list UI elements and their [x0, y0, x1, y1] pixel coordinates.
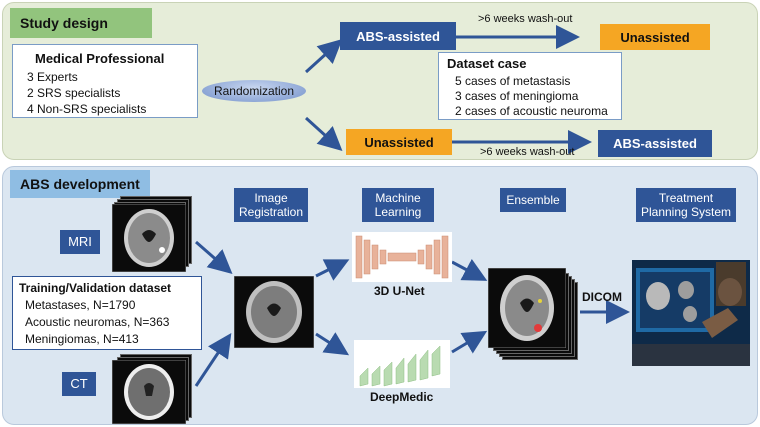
- deepmedic-diagram: [354, 340, 450, 388]
- registration-image: [233, 275, 315, 349]
- professional-item: 3 Experts: [27, 70, 78, 84]
- randomization-ellipse: Randomization: [202, 80, 306, 102]
- training-dataset-title: Training/Validation dataset: [19, 281, 172, 295]
- arrow-mri-to-registration: [195, 240, 233, 274]
- dataset-case-item: 2 cases of acoustic neuroma: [455, 104, 608, 118]
- unet-diagram: [352, 232, 452, 282]
- washout-bottom-label: >6 weeks wash-out: [480, 146, 575, 158]
- mri-image-stack: [112, 196, 192, 272]
- unet-label: 3D U-Net: [374, 284, 425, 298]
- mri-label: MRI: [60, 230, 100, 254]
- dataset-case-box: Dataset case 5 cases of metastasis 3 cas…: [438, 52, 622, 120]
- medical-professional-box: Medical Professional 3 Experts 2 SRS spe…: [12, 44, 198, 118]
- professional-item: 2 SRS specialists: [27, 86, 121, 100]
- arrow-registration-to-unet: [315, 259, 350, 281]
- ct-label: CT: [62, 372, 96, 396]
- training-dataset-box: Training/Validation dataset Metastases, …: [12, 276, 202, 350]
- dataset-case-item: 3 cases of meningioma: [455, 89, 579, 103]
- arrow-deepmedic-to-ensemble: [451, 330, 488, 354]
- arrow-registration-to-deepmedic: [315, 332, 350, 356]
- abs-assisted-top-box: ABS-assisted: [340, 22, 456, 50]
- arrow-to-abs-assisted: [304, 38, 343, 74]
- training-dataset-item: Metastases, N=1790: [25, 298, 136, 312]
- professional-item: 4 Non-SRS specialists: [27, 102, 147, 116]
- arrow-ct-to-registration: [194, 333, 232, 387]
- unassisted-bottom-box: Unassisted: [346, 129, 452, 155]
- ensemble-label: Ensemble: [500, 188, 566, 212]
- unassisted-top-box: Unassisted: [600, 24, 710, 50]
- dicom-label: DICOM: [582, 290, 622, 304]
- study-design-title: Study design: [10, 8, 152, 38]
- training-dataset-item: Meningiomas, N=413: [25, 332, 139, 346]
- dataset-case-item: 5 cases of metastasis: [455, 74, 571, 88]
- arrow-unet-to-ensemble: [451, 258, 488, 281]
- ct-image-stack: [112, 354, 192, 424]
- image-registration-label: Image Registration: [234, 188, 308, 222]
- abs-development-title: ABS development: [10, 170, 150, 198]
- abs-assisted-bottom-box: ABS-assisted: [598, 130, 712, 157]
- dataset-case-title: Dataset case: [447, 56, 527, 71]
- deepmedic-label: DeepMedic: [370, 390, 434, 404]
- ensemble-image-stack: [488, 268, 580, 366]
- treatment-planning-system-label: Treatment Planning System: [636, 188, 736, 222]
- machine-learning-label: Machine Learning: [362, 188, 434, 222]
- training-dataset-item: Acoustic neuromas, N=363: [25, 315, 170, 329]
- treatment-planning-photo: [632, 260, 750, 366]
- arrow-to-unassisted: [304, 116, 343, 152]
- medical-professional-title: Medical Professional: [35, 51, 165, 66]
- washout-top-label: >6 weeks wash-out: [478, 13, 573, 25]
